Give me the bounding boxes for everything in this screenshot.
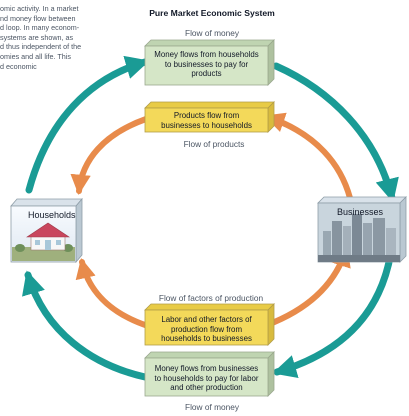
bottom-money-box-text: Money flows from businesses to household… xyxy=(148,364,265,393)
top-money-box-line: Money flows from households xyxy=(154,50,259,59)
businesses-label: Businesses xyxy=(337,207,384,217)
intro-line: d economic xyxy=(0,61,37,71)
top-money-box-line: to businesses to pay for xyxy=(164,59,249,69)
money-flow-arc-top-left xyxy=(25,55,150,194)
products-flow-arc-right xyxy=(264,112,353,201)
factors-box-text: Labor and other factors of production fl… xyxy=(148,315,265,344)
intro-line: omic activity. In a market xyxy=(0,4,79,13)
intro-line: omies and all life. This xyxy=(0,51,71,61)
intro-line: d thus independent of the xyxy=(0,42,82,52)
intro-line: nd money flow between xyxy=(0,13,76,23)
bottom-money-box-line: to households to pay for labor xyxy=(154,373,259,383)
intro-text: omic activity. In a market nd money flow… xyxy=(0,4,112,71)
money-flow-arc-bottom-right xyxy=(272,241,396,379)
products-box-text: Products flow from businesses to househo… xyxy=(148,111,265,130)
factors-flow-label: Flow of factors of production xyxy=(158,293,264,303)
diagram-title: Pure Market Economic System xyxy=(149,8,275,18)
households-box xyxy=(10,197,83,264)
factors-box xyxy=(144,303,275,346)
products-flow-label: Flow of products xyxy=(183,139,245,149)
bottom-money-flow-label: Flow of money xyxy=(185,402,239,412)
top-money-box-text: Money flows from households to businesse… xyxy=(148,50,265,79)
factors-box-line: Labor and other factors of xyxy=(161,315,252,324)
top-money-box xyxy=(144,39,275,86)
products-box-line: Products flow from xyxy=(173,111,240,120)
bottom-money-box-line: Money flows from businesses xyxy=(154,364,259,373)
money-flow-arc-top-right xyxy=(272,62,399,203)
bottom-money-box-line: and other production xyxy=(170,383,243,393)
factors-flow-arc-left xyxy=(75,258,151,329)
money-flow-arc-bottom-left xyxy=(22,270,149,381)
households-label: Households xyxy=(28,210,76,220)
top-money-flow-label: Flow of money xyxy=(185,28,239,38)
products-box xyxy=(144,101,275,133)
businesses-box xyxy=(317,196,407,263)
products-flow-arc-left xyxy=(70,116,149,196)
top-money-box-line: products xyxy=(191,69,222,79)
intro-line: d loop. In many econom- xyxy=(0,23,80,33)
factors-box-line: production flow from xyxy=(170,324,243,334)
factors-box-line: households to businesses xyxy=(161,334,252,344)
products-box-line: businesses to households xyxy=(161,120,252,130)
intro-line: systems are shown, as xyxy=(0,32,74,42)
bottom-money-box xyxy=(144,351,275,397)
